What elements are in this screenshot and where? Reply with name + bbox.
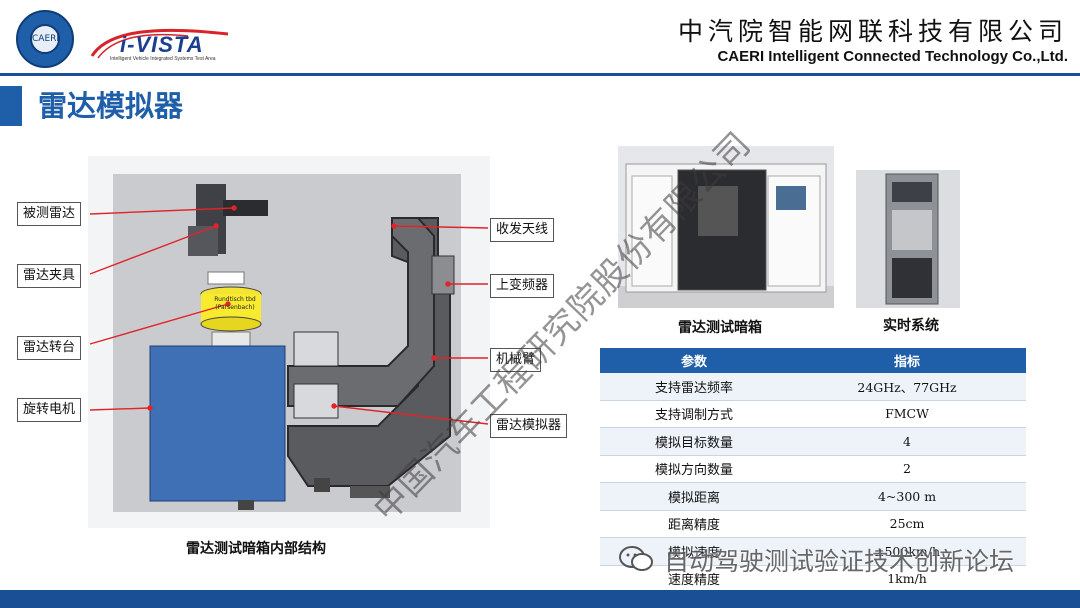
param-cell: 支持雷达频率 — [600, 373, 789, 401]
motor-box — [149, 345, 286, 502]
callout-radar-simulator: 雷达模拟器 — [490, 414, 568, 438]
title-accent-bar — [0, 86, 22, 126]
callout-radar-fixture: 雷达夹具 — [17, 264, 82, 288]
ivista-swoosh-icon — [90, 28, 229, 59]
table-header-row: 参数 指标 — [600, 348, 1026, 373]
chamber-structure-drawing — [89, 174, 489, 512]
simulator-box — [293, 383, 339, 419]
value-cell: ±500km/h — [788, 537, 1026, 566]
wechat-watermark-text: 自动驾驶测试验证技术创新论坛 — [664, 547, 1015, 576]
turntable-bottom — [200, 316, 262, 332]
drum-tag — [207, 271, 245, 285]
callout-radar-turntable: 雷达转台 — [17, 336, 82, 360]
value-cell: 4 — [788, 427, 1026, 456]
header-parameter: 参数 — [600, 348, 789, 373]
turntable-base — [211, 331, 251, 347]
drum-label: Rundtisch tbd (Parsenbach) — [214, 296, 256, 311]
param-cell: 速度精度 — [600, 565, 789, 593]
page-title: 雷达模拟器 — [38, 89, 184, 123]
foot-mid — [238, 500, 254, 510]
value-cell: 2 — [788, 455, 1026, 483]
foot-left — [314, 478, 330, 492]
value-cell: 25cm — [788, 510, 1026, 538]
param-cell: 模拟距离 — [600, 482, 789, 511]
param-cell: 支持调制方式 — [600, 400, 789, 428]
diagram-caption: 雷达测试暗箱内部结构 — [186, 541, 326, 557]
param-cell: 距离精度 — [600, 510, 789, 538]
callout-upconverter: 上变频器 — [490, 274, 555, 298]
company-name-cn: 中汽院智能网联科技有限公司 — [677, 17, 1068, 46]
callout-rotary-motor: 旋转电机 — [17, 398, 82, 422]
seal-text: CAERI — [32, 34, 60, 44]
realtime-photo-caption: 实时系统 — [883, 318, 939, 334]
value-cell: FMCW — [788, 400, 1026, 428]
foot-right — [350, 486, 390, 498]
seal-inner-ring: CAERI — [30, 24, 60, 54]
chamber-photo — [618, 146, 834, 308]
param-cell: 模拟目标数量 — [600, 427, 789, 456]
upconverter-side — [431, 255, 455, 295]
header-divider — [0, 73, 1080, 76]
caeri-seal-logo: CAERI — [16, 10, 74, 68]
upconverter-box — [293, 331, 339, 367]
callout-tx-rx-antenna: 收发天线 — [490, 218, 555, 242]
callout-dut-radar: 被测雷达 — [17, 202, 82, 226]
callout-robot-arm: 机械臂 — [490, 348, 542, 372]
value-cell: 4~300 m — [788, 482, 1026, 511]
callout-arrows — [89, 205, 489, 425]
upper-arm-shape — [287, 217, 435, 407]
value-cell: 1km/h — [788, 565, 1026, 593]
header-spec: 指标 — [788, 348, 1026, 373]
value-cell: 24GHz、77GHz — [788, 373, 1026, 401]
chamber-photo-caption: 雷达测试暗箱 — [678, 320, 762, 336]
realtime-system-photo — [856, 170, 960, 308]
company-name-en: CAERI Intelligent Connected Technology C… — [717, 48, 1068, 65]
footer-bar — [0, 590, 1080, 608]
dut-radar-shape — [223, 200, 268, 216]
ivista-tagline: Intelligent Vehicle Integrated Systems T… — [110, 56, 216, 62]
wechat-icon — [619, 546, 653, 571]
table-row: 模拟速度±500km/h — [600, 537, 1026, 566]
param-cell: 模拟方向数量 — [600, 455, 789, 483]
ivista-logo-text: i-VISTA — [120, 32, 204, 57]
